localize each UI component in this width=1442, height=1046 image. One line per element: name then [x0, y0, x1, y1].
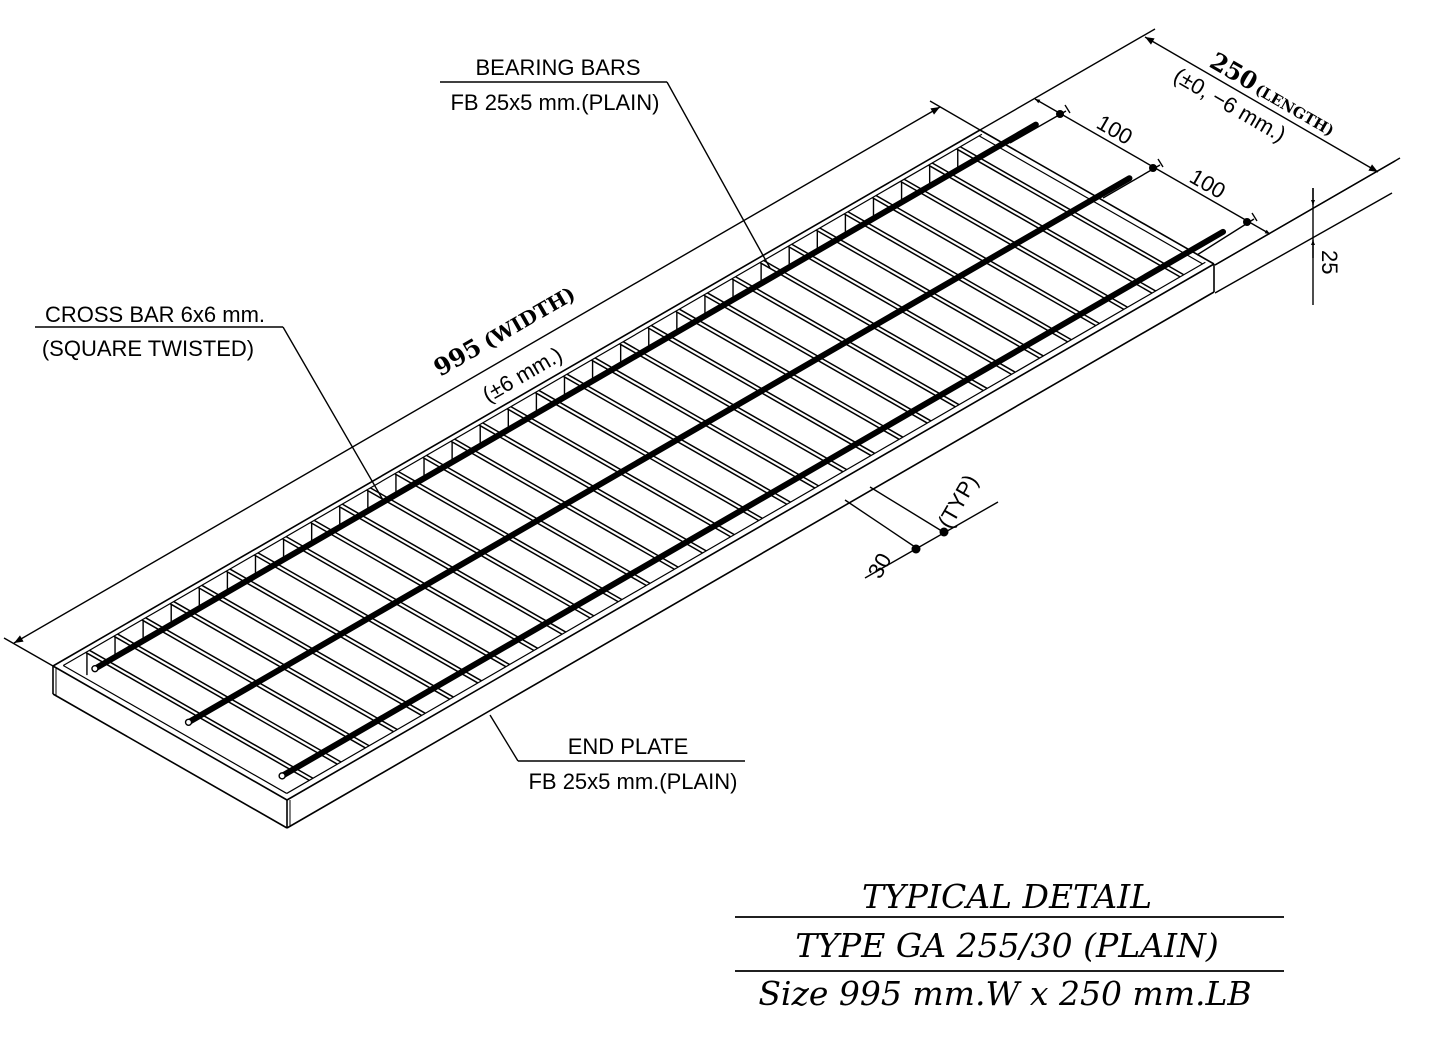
left-edge: [52, 665, 288, 801]
cross-bar-end: [184, 718, 193, 726]
title-line-2: TYPE GA 255/30 (PLAIN): [795, 926, 1218, 965]
cross-spacing-2-text: 100: [1186, 164, 1230, 204]
cross-bar: [185, 175, 1133, 726]
front-bottom-edge: [286, 291, 1215, 829]
side-bar: [62, 664, 288, 794]
grating-body: [52, 121, 1227, 829]
end-plate-label: END PLATE: [568, 734, 689, 759]
cross-spacing-1-text: 100: [1093, 110, 1137, 150]
back-end-plate-inner: [62, 133, 983, 666]
cross-bar-callout: [35, 326, 384, 501]
bar-pitch-text: 30: [863, 549, 897, 583]
cross-bar-end: [91, 664, 99, 673]
cross-spacing-dimension: [1009, 98, 1271, 256]
bearing-bars-callout: [440, 81, 771, 269]
title-line-3: Size 995 mm.W x 250 mm.LB: [758, 974, 1251, 1013]
cross-bar-end: [278, 772, 286, 780]
title-block: TYPICAL DETAIL TYPE GA 255/30 (PLAIN) Si…: [735, 877, 1284, 1013]
bar-pitch-dimension: [844, 486, 999, 579]
end-plate-callout: [489, 714, 745, 762]
back-edge: [52, 129, 981, 667]
height-dimension-text: 25: [1317, 250, 1342, 274]
bearing-bars-spec: FB 25x5 mm.(PLAIN): [450, 90, 659, 115]
bearing-bars-label: BEARING BARS: [475, 55, 640, 80]
title-line-1: TYPICAL DETAIL: [862, 877, 1152, 916]
cross-bar: [279, 228, 1227, 779]
front-edge: [286, 263, 1215, 801]
height-dimension: [1214, 160, 1396, 305]
cross-bar-spec: (SQUARE TWISTED): [42, 336, 254, 361]
width-dimension: [3, 100, 981, 667]
cross-bar: [91, 121, 1039, 672]
bar-pitch-note: (TYP): [933, 470, 983, 532]
end-plate-spec: FB 25x5 mm.(PLAIN): [528, 769, 737, 794]
cross-bar-label: CROSS BAR 6x6 mm.: [45, 302, 265, 327]
left-bottom-edge: [52, 693, 288, 829]
